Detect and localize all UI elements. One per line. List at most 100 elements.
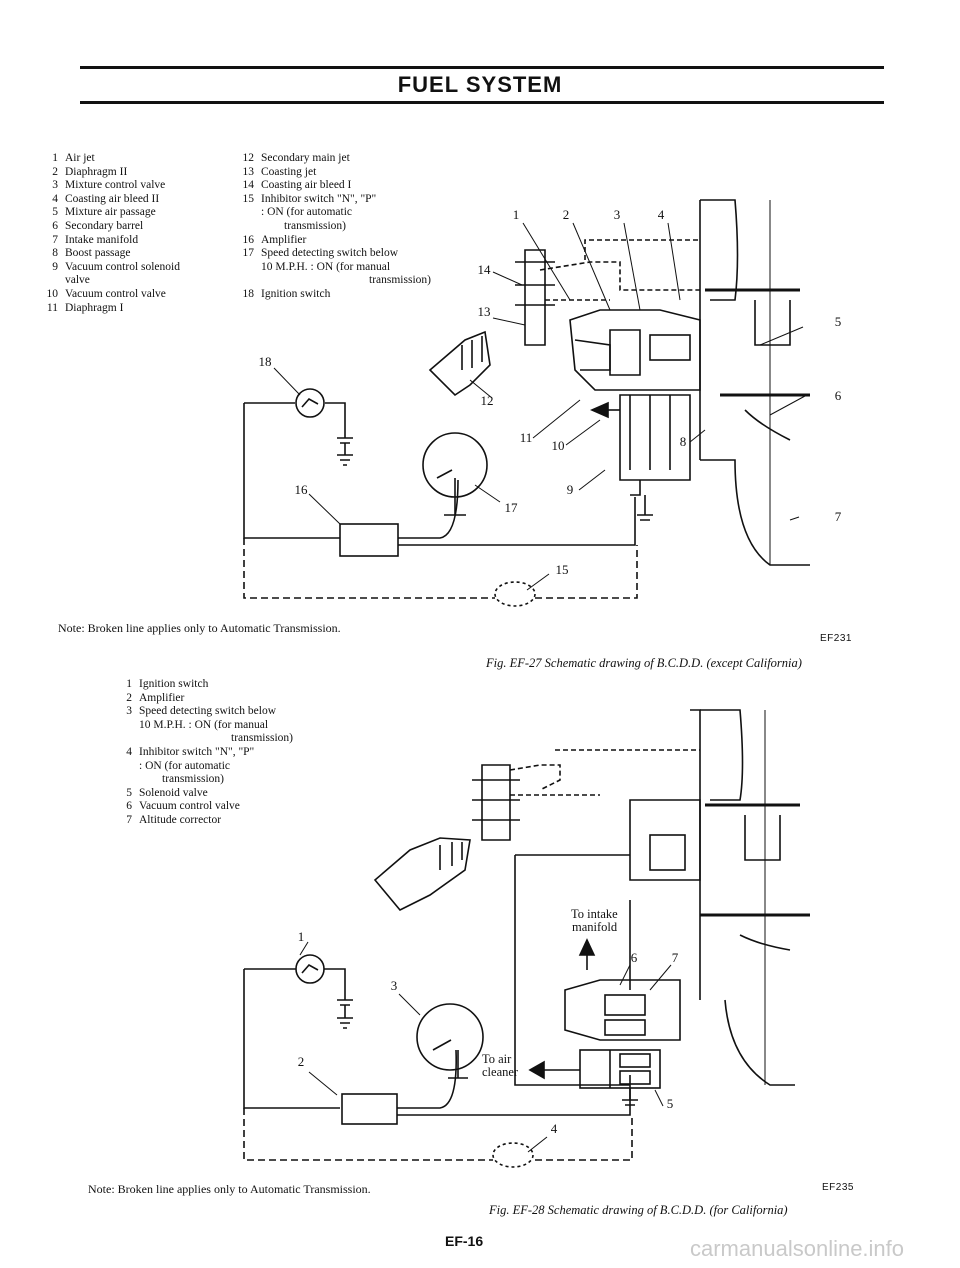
callout-16: 16 <box>295 482 309 497</box>
label-cleaner: cleaner <box>482 1065 519 1079</box>
legend-item-cont: transmission) <box>162 773 224 786</box>
callout-7: 7 <box>835 509 842 524</box>
legend-text: Coasting air bleed II <box>65 192 160 205</box>
legend-item: valve <box>36 274 180 288</box>
legend-item-cont: transmission) <box>284 219 346 232</box>
figure1-legend-left: 1 Air jet 2 Diaphragm II 3 Mixture control va… <box>36 152 180 315</box>
legend-number: 1 <box>52 152 58 164</box>
callout-1: 1 <box>298 929 305 944</box>
legend-item: Solenoid valve <box>139 786 208 799</box>
legend-item: Vacuum control valve <box>139 800 240 813</box>
callout-2: 2 <box>563 207 570 222</box>
legend-text: Intake manifold <box>65 233 139 246</box>
callout-5: 5 <box>835 314 842 329</box>
legend-item: Ignition switch <box>261 287 331 300</box>
header-rule-bottom <box>80 101 884 104</box>
legend-item: 8 Boost passage <box>36 247 180 261</box>
legend-number: 4 <box>52 192 58 205</box>
callout-15: 15 <box>556 562 569 577</box>
legend-text: Diaphragm I <box>65 301 124 314</box>
callout-7: 7 <box>672 950 679 965</box>
callout-3: 3 <box>614 207 621 222</box>
page-number: EF-16 <box>445 1233 484 1249</box>
legend-item-cont: transmission) <box>231 732 293 745</box>
legend-item: Ignition switch <box>139 678 209 690</box>
callout-1: 1 <box>513 207 520 222</box>
legend-text: Mixture control valve <box>65 179 166 192</box>
callout-9: 9 <box>567 482 574 497</box>
legend-item: Amplifier <box>261 233 307 246</box>
callout-4: 4 <box>551 1121 558 1136</box>
legend-item: 3 Mixture control valve <box>36 179 180 193</box>
callout-18: 18 <box>259 354 272 369</box>
figure1-caption: Fig. EF-27 Schematic drawing of B.C.D.D.… <box>486 656 802 670</box>
legend-item-cont: 10 M.P.H. : ON (for manual <box>261 260 391 273</box>
callout-8: 8 <box>680 434 687 449</box>
legend-number: 10 <box>46 287 59 300</box>
figure1-code: EF231 <box>820 633 852 644</box>
figure2-note: Note: Broken line applies only to Automa… <box>88 1182 371 1196</box>
legend-item: 9 Vacuum control solenoid <box>36 261 180 275</box>
figure1-diagram: 1 2 3 4 5 6 7 8 9 10 11 12 13 14 15 16 1… <box>243 199 842 607</box>
legend-text: Mixture air passage <box>65 206 156 219</box>
legend-text: Secondary barrel <box>65 219 144 232</box>
legend-number: 2 <box>52 165 58 178</box>
legend-item: Speed detecting switch below <box>139 705 277 718</box>
legend-item: Speed detecting switch below <box>261 247 399 260</box>
watermark: carmanualsonline.info <box>690 1236 905 1261</box>
legend-item: 4 Coasting air bleed II <box>36 193 180 207</box>
legend-number: 11 <box>46 301 58 314</box>
callout-2: 2 <box>298 1054 305 1069</box>
legend-item: Altitude corrector <box>139 813 222 826</box>
callout-3: 3 <box>391 978 398 993</box>
legend-item: 2 Diaphragm II <box>36 166 180 180</box>
callout-6: 6 <box>835 388 842 403</box>
legend-number: 6 <box>52 219 58 232</box>
legend-item: 11 Diaphragm I <box>36 302 180 316</box>
callout-10: 10 <box>552 438 565 453</box>
figure2-code: EF235 <box>822 1182 854 1193</box>
legend-item: Secondary main jet <box>261 152 350 164</box>
label-manifold: manifold <box>572 920 618 934</box>
legend-item: 10 Vacuum control valve <box>36 288 180 302</box>
legend-item-cont: 10 M.P.H. : ON (for manual <box>139 718 269 731</box>
label-to-air: To air <box>482 1052 512 1066</box>
legend-item: 1 Air jet <box>36 152 180 166</box>
callout-11: 11 <box>520 430 533 445</box>
label-to-intake: To intake <box>571 907 618 921</box>
legend-item: Inhibitor switch "N", "P" <box>261 192 377 205</box>
legend-item-cont: : ON (for automatic <box>139 759 231 772</box>
callout-14: 14 <box>478 262 492 277</box>
callout-4: 4 <box>658 207 665 222</box>
legend-item: Coasting air bleed I <box>261 179 352 192</box>
figure2-caption: Fig. EF-28 Schematic drawing of B.C.D.D.… <box>489 1203 788 1217</box>
header-rule-top <box>80 66 884 69</box>
legend-item: 6 Secondary barrel <box>36 220 180 234</box>
legend-number: 8 <box>52 247 58 260</box>
legend-text: Air jet <box>65 152 95 164</box>
legend-number: 9 <box>52 260 58 273</box>
page-title: FUEL SYSTEM <box>397 72 563 97</box>
legend-item-cont: transmission) <box>369 274 431 287</box>
callout-13: 13 <box>478 304 491 319</box>
callout-6: 6 <box>631 950 638 965</box>
callout-12: 12 <box>481 393 494 408</box>
legend-item: Inhibitor switch "N", "P" <box>139 745 255 758</box>
legend-text: Diaphragm II <box>65 165 128 178</box>
legend-text: Boost passage <box>65 247 131 260</box>
legend-item: Amplifier <box>139 691 185 704</box>
legend-text: valve <box>65 274 90 287</box>
legend-text: Vacuum control solenoid <box>65 260 180 273</box>
legend-item: 5 Mixture air passage <box>36 206 180 220</box>
legend-number: 5 <box>52 206 58 219</box>
legend-item-cont: : ON (for automatic <box>261 206 353 219</box>
figure1-note: Note: Broken line applies only to Automa… <box>58 621 341 635</box>
legend-text: Vacuum control valve <box>65 287 166 300</box>
callout-17: 17 <box>505 500 519 515</box>
legend-number: 3 <box>52 179 58 192</box>
legend-item: Coasting jet <box>261 165 317 178</box>
